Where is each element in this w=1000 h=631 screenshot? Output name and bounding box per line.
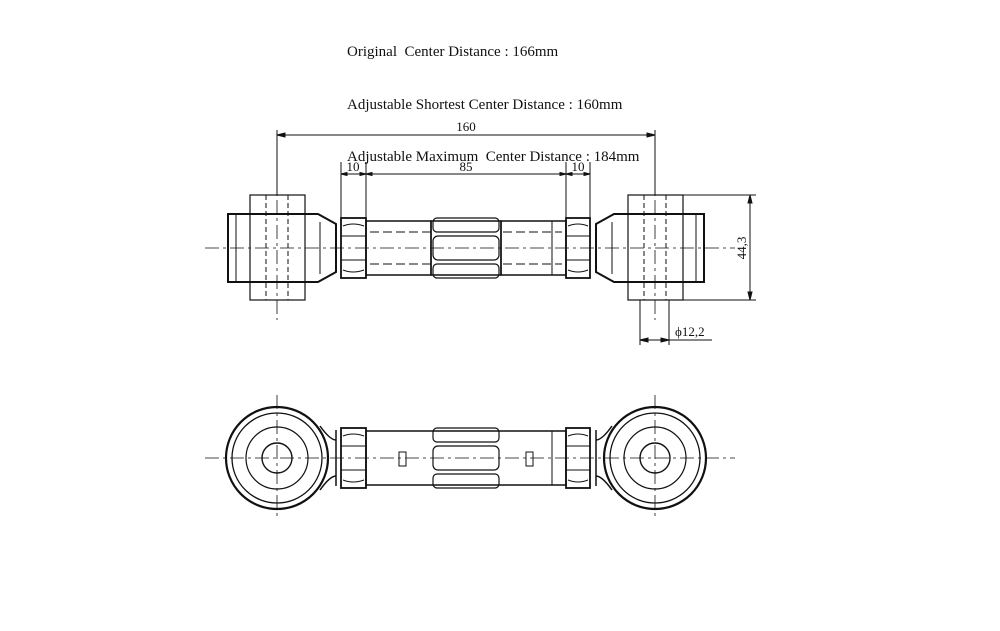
dimension-labels: 160 10 85 10 44,3 ϕ12,2 — [347, 119, 750, 339]
dim-right-nut-label: 10 — [572, 159, 585, 174]
left-rod-end-eye — [224, 405, 337, 511]
right-rod-end-eye — [595, 405, 708, 511]
spec-original-distance: Original Center Distance : 166mm — [347, 44, 559, 60]
side-view-assembly — [205, 395, 735, 520]
spec-text-block: Original Center Distance : 166mm Adjusta… — [347, 9, 639, 202]
dim-diameter-label: ϕ12,2 — [675, 324, 705, 339]
spec-shortest-distance: Adjustable Shortest Center Distance : 16… — [347, 96, 623, 113]
spec-maximum-distance: Adjustable Maximum Center Distance : 184… — [347, 149, 640, 165]
top-view-assembly — [205, 175, 735, 320]
right-rod-end-top — [595, 194, 705, 301]
dim-center-label: 85 — [460, 159, 473, 174]
left-rod-end-top — [227, 194, 337, 301]
right-hex-nut-top — [565, 217, 591, 279]
right-hex-nut-side — [565, 427, 591, 489]
dim-height-label: 44,3 — [734, 237, 749, 260]
dim-left-nut-label: 10 — [347, 159, 360, 174]
dim-overall-label: 160 — [456, 119, 476, 134]
